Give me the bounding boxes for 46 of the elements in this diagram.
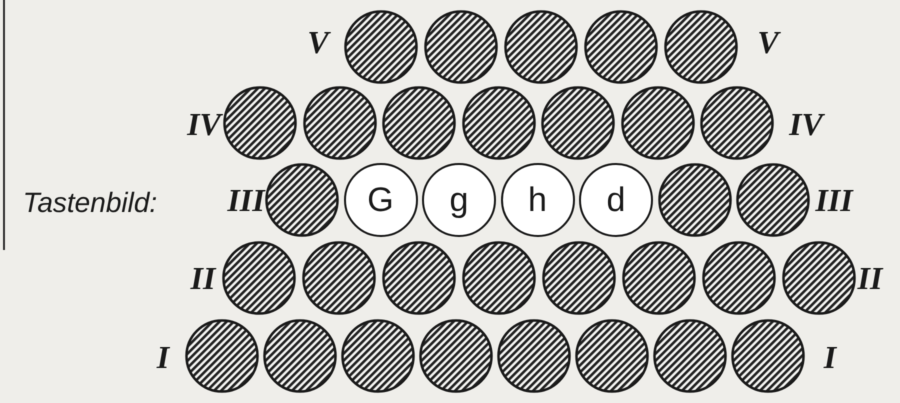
row-numeral: V bbox=[307, 26, 329, 58]
row-numeral: IV bbox=[789, 108, 823, 140]
hatched-key bbox=[382, 241, 456, 315]
hatched-key bbox=[185, 319, 259, 393]
hatched-key bbox=[462, 241, 536, 315]
hatched-key bbox=[622, 241, 696, 315]
key-button: d bbox=[579, 163, 653, 237]
hatched-key bbox=[700, 86, 774, 160]
hatched-key bbox=[424, 10, 498, 84]
hatched-key bbox=[462, 86, 536, 160]
hatched-key bbox=[344, 10, 418, 84]
hatched-key bbox=[653, 319, 727, 393]
hatched-key bbox=[263, 319, 337, 393]
row-numeral: I bbox=[824, 341, 836, 373]
hatched-key bbox=[265, 163, 339, 237]
caption-text: Tastenbild: bbox=[22, 189, 158, 217]
row-numeral: III bbox=[815, 184, 853, 216]
hatched-key bbox=[658, 163, 732, 237]
hatched-key bbox=[382, 86, 456, 160]
key-button: G bbox=[344, 163, 418, 237]
hatched-key bbox=[302, 241, 376, 315]
hatched-key bbox=[542, 241, 616, 315]
hatched-key bbox=[341, 319, 415, 393]
hatched-key bbox=[782, 241, 856, 315]
hatched-key bbox=[302, 86, 376, 160]
hatched-key bbox=[419, 319, 493, 393]
hatched-key bbox=[541, 86, 615, 160]
row-numeral: V bbox=[757, 26, 779, 58]
hatched-key bbox=[223, 86, 297, 160]
hatched-key bbox=[584, 10, 658, 84]
row-numeral: I bbox=[156, 341, 170, 373]
row-numeral: II bbox=[858, 262, 882, 294]
hatched-key bbox=[504, 10, 578, 84]
hatched-key bbox=[702, 241, 776, 315]
hatched-key bbox=[620, 86, 694, 160]
hatched-key bbox=[736, 163, 810, 237]
key-button: h bbox=[500, 163, 574, 237]
hatched-key bbox=[664, 10, 738, 84]
row-numeral: III bbox=[227, 184, 265, 216]
row-numeral: II bbox=[190, 262, 216, 294]
hatched-key bbox=[731, 319, 805, 393]
hatched-key bbox=[575, 319, 649, 393]
key-button: g bbox=[422, 163, 496, 237]
hatched-key bbox=[222, 241, 296, 315]
hatched-key bbox=[497, 319, 571, 393]
row-numeral: IV bbox=[187, 108, 221, 140]
